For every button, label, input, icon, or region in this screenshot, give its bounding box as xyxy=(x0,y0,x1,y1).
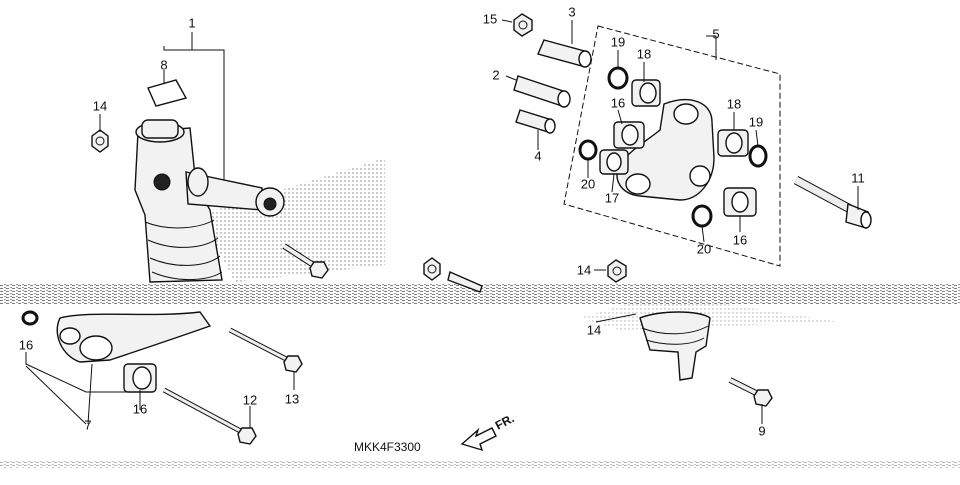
callout-16-group: 16 xyxy=(611,95,625,110)
bolt xyxy=(282,243,329,279)
dust-seal-lower xyxy=(21,310,39,326)
callout-20-left: 20 xyxy=(581,176,595,191)
hex-nut-right xyxy=(607,259,627,283)
callout-18-right: 18 xyxy=(727,96,741,111)
needle-bearing-16b xyxy=(723,187,757,217)
needle-bearing-17 xyxy=(599,149,629,175)
shock-link xyxy=(616,99,715,201)
frame-shading xyxy=(200,158,385,282)
shock-lower-mount xyxy=(639,311,711,381)
hex-nut xyxy=(91,129,109,153)
callout-20-right: 20 xyxy=(697,241,711,256)
callout-14-right: 14 xyxy=(577,262,591,277)
dust-seal-20 xyxy=(578,139,598,161)
callout-1: 1 xyxy=(188,15,195,30)
bolt-11 xyxy=(793,176,872,229)
scan-noise-band xyxy=(0,283,960,305)
diagram-code: MKK4F3300 xyxy=(354,440,421,454)
front-arrow-label: FR. xyxy=(493,411,517,432)
callout-19-right: 19 xyxy=(749,114,763,129)
callout-12: 12 xyxy=(243,392,257,407)
dust-seal xyxy=(607,66,629,90)
collar-3 xyxy=(537,39,592,68)
callout-15: 15 xyxy=(483,11,497,26)
shock-absorber xyxy=(134,119,223,283)
needle-bearing xyxy=(631,79,661,107)
bolt-12 xyxy=(162,387,257,445)
callout-16-lower: 16 xyxy=(133,401,147,416)
callouts: 1 2 3 4 5 7 8 9 11 12 13 14 14 14 15 16 … xyxy=(19,4,865,438)
callout-16-right: 16 xyxy=(733,232,747,247)
shock-arm xyxy=(56,311,212,363)
scan-noise-band-2 xyxy=(0,460,960,468)
callout-9: 9 xyxy=(758,423,765,438)
callout-2: 2 xyxy=(492,67,499,82)
dust-seal-19 xyxy=(748,144,768,168)
callout-5: 5 xyxy=(712,26,719,41)
callout-11: 11 xyxy=(851,170,865,185)
bolt-13 xyxy=(228,327,303,373)
callout-19-left: 19 xyxy=(611,34,625,49)
leader-lines xyxy=(25,19,859,428)
callout-3: 3 xyxy=(568,4,575,19)
callout-8: 8 xyxy=(160,57,167,72)
callout-13: 13 xyxy=(285,391,299,406)
link-assembly-frame xyxy=(563,25,781,267)
nut-15 xyxy=(513,13,533,37)
shock-reservoir xyxy=(185,167,285,217)
bolt-9 xyxy=(728,377,773,407)
callout-14-lower: 14 xyxy=(587,322,601,337)
callout-17: 17 xyxy=(605,190,619,205)
dust-seal-20b xyxy=(691,204,713,228)
needle-bearing-18 xyxy=(717,129,749,157)
collar-4 xyxy=(515,109,556,134)
hex-nut-middle xyxy=(423,257,441,281)
callout-7: 7 xyxy=(84,417,91,432)
callout-4: 4 xyxy=(534,148,541,163)
callout-16-lower-left: 16 xyxy=(19,337,33,352)
collar-2 xyxy=(513,75,571,108)
front-arrow: FR. xyxy=(460,411,517,452)
needle-bearing-lower xyxy=(123,363,157,393)
needle-bearing-16 xyxy=(613,121,645,149)
callout-18-left: 18 xyxy=(637,46,651,61)
callout-14-upper: 14 xyxy=(93,98,107,113)
label-sticker xyxy=(147,79,188,107)
collar-middle xyxy=(447,271,483,293)
